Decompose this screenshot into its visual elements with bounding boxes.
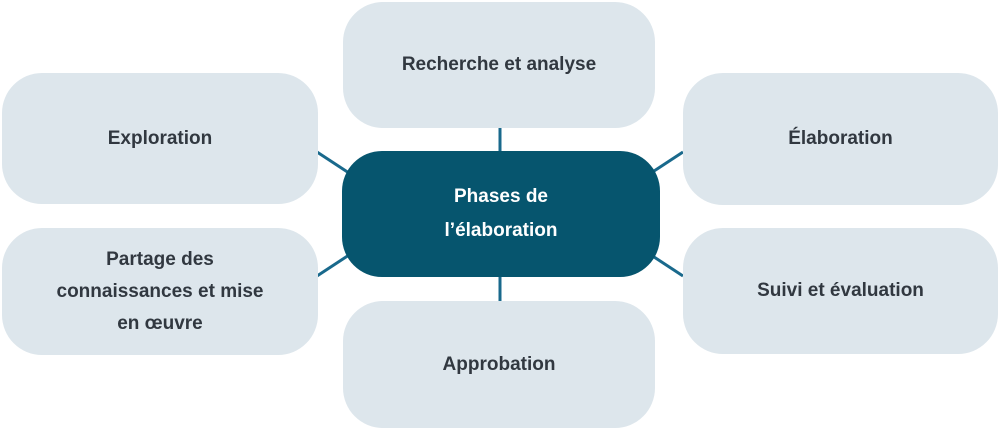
- node-label: Suivi et évaluation: [757, 280, 924, 301]
- center-node-label: Phases de l’élaboration: [444, 186, 558, 241]
- connector-right-top: [650, 150, 684, 175]
- node-exploration: Exploration: [2, 73, 318, 204]
- node-recherche-et-analyse: Recherche et analyse: [343, 2, 655, 128]
- node-label: Exploration: [107, 127, 213, 149]
- node-approbation: Approbation: [343, 301, 655, 428]
- connector-left-top: [316, 150, 350, 175]
- connector-right-bottom: [650, 253, 684, 278]
- node-elaboration: Élaboration: [683, 73, 998, 205]
- node-label: Partage des connaissances et mise en œuv…: [56, 248, 264, 334]
- connector-left-bottom: [316, 253, 350, 278]
- node-suivi-et-evaluation: Suivi et évaluation: [683, 228, 998, 354]
- node-label: Approbation: [442, 353, 556, 375]
- node-label: Recherche et analyse: [401, 54, 597, 75]
- node-partage-des-connaissances: Partage des connaissances et mise en œuv…: [2, 228, 318, 355]
- node-center-phases: Phases de l’élaboration: [342, 151, 660, 277]
- node-label: Élaboration: [788, 128, 893, 149]
